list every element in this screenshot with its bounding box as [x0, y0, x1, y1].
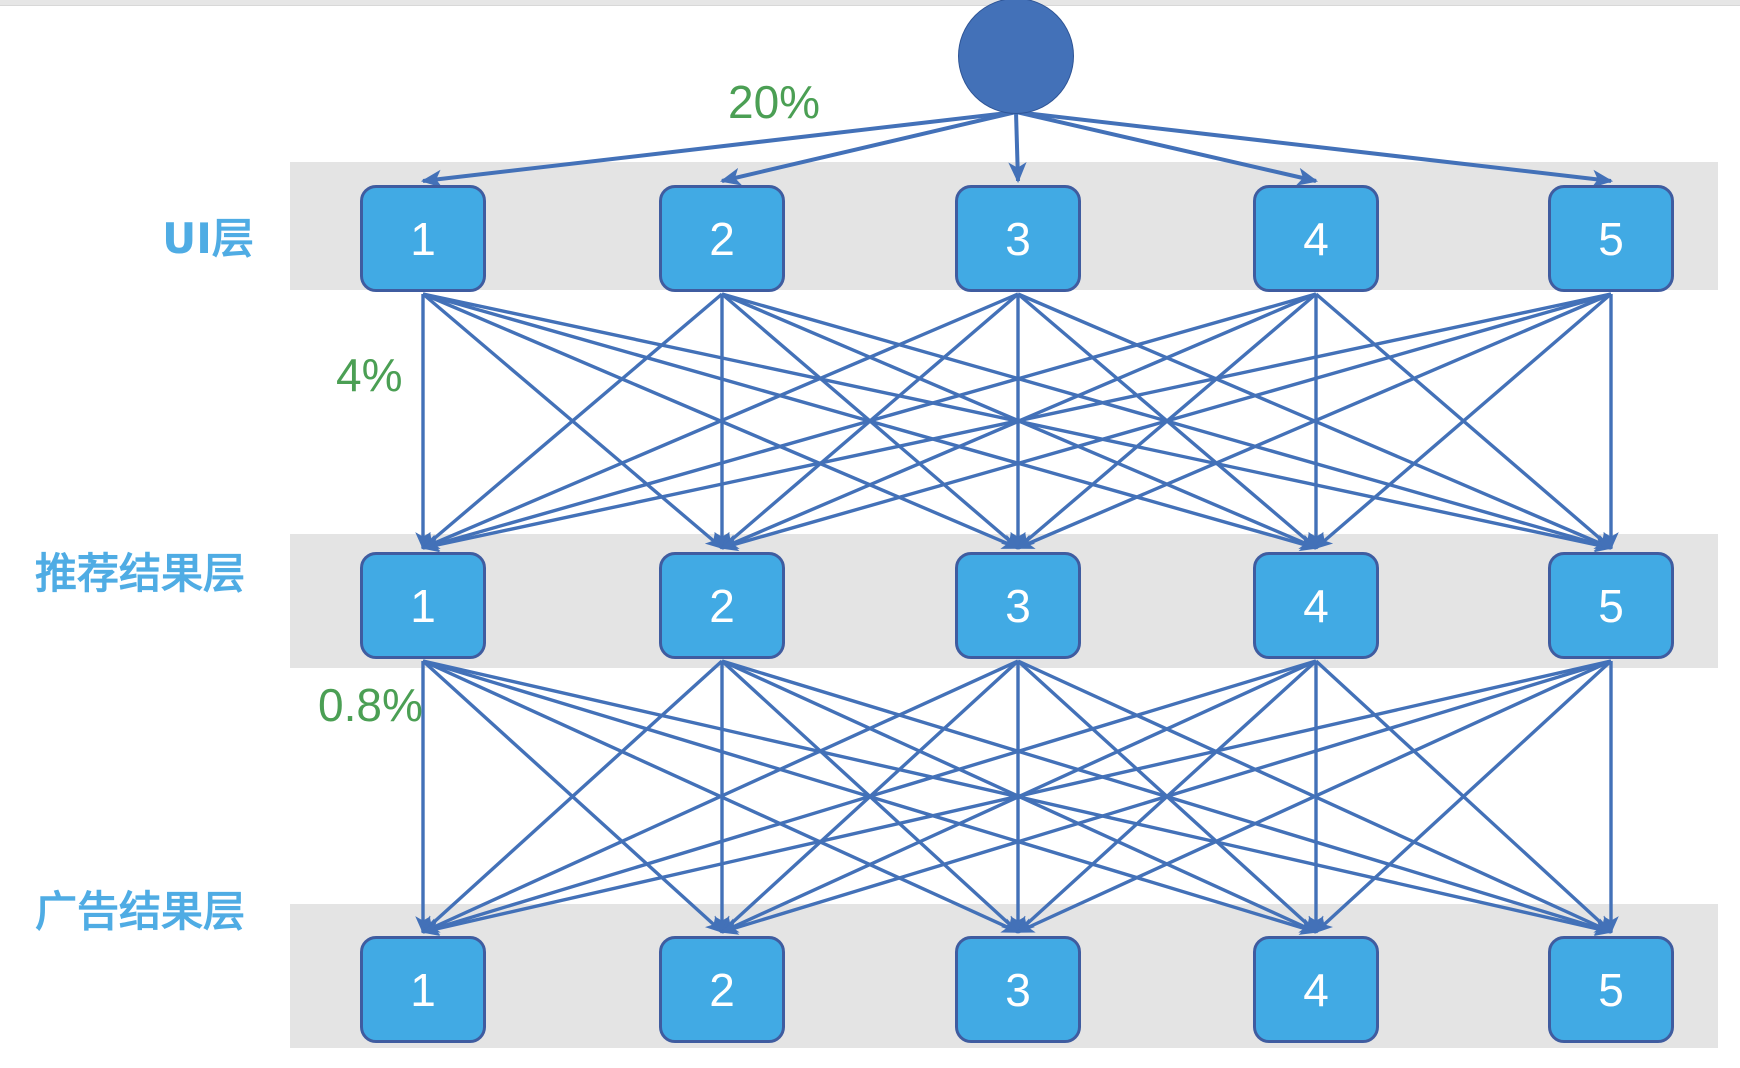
edge	[720, 659, 1020, 934]
edge	[421, 659, 1317, 935]
edge	[422, 659, 1020, 934]
node-recommend-5[interactable]: 5	[1548, 552, 1674, 659]
node-ads-5[interactable]: 5	[1548, 936, 1674, 1043]
edge	[721, 292, 1613, 552]
layer-label-recommend: 推荐结果层	[35, 548, 246, 598]
node-recommend-4[interactable]: 4	[1253, 552, 1379, 659]
edge	[422, 292, 1020, 550]
edge	[1016, 659, 1318, 934]
edge	[1016, 659, 1612, 934]
edge	[422, 292, 1318, 552]
node-ui-4[interactable]: 4	[1253, 185, 1379, 292]
layer-label-ads: 广告结果层	[35, 886, 246, 936]
node-ui-2[interactable]: 2	[659, 185, 785, 292]
edge	[721, 659, 1613, 935]
edge	[720, 659, 1612, 935]
edge	[1017, 292, 1613, 550]
edge	[1017, 659, 1613, 934]
edge	[421, 659, 1612, 937]
edge	[720, 659, 1317, 934]
edge	[721, 659, 1318, 934]
edge	[421, 292, 724, 550]
node-recommend-3[interactable]: 3	[955, 552, 1081, 659]
node-recommend-2[interactable]: 2	[659, 552, 785, 659]
edge	[1314, 659, 1613, 934]
edge	[421, 659, 1019, 934]
edge	[421, 659, 724, 934]
edge	[720, 292, 1612, 552]
edge	[1016, 292, 1318, 550]
window-top-strip	[0, 0, 1740, 6]
percent-label-recommend-to-ads: 0.8%	[318, 679, 423, 731]
edge	[1016, 292, 1318, 550]
node-ads-2[interactable]: 2	[659, 936, 785, 1043]
node-ui-3[interactable]: 3	[955, 185, 1081, 292]
edge	[422, 659, 1318, 935]
edge	[421, 659, 724, 934]
edge	[1314, 292, 1613, 550]
edge	[720, 292, 1020, 550]
edge	[421, 292, 1019, 550]
node-ui-5[interactable]: 5	[1548, 185, 1674, 292]
edge	[1016, 659, 1318, 934]
edge	[1016, 292, 1612, 550]
edge	[720, 292, 1020, 550]
edge	[720, 659, 1020, 934]
edge	[421, 292, 724, 550]
percent-label-root-to-ui: 20%	[728, 76, 821, 128]
percent-label-ui-to-recommend: 4%	[336, 349, 403, 401]
layer-label-ui: UI层	[162, 213, 254, 263]
edge	[422, 659, 1613, 937]
edge	[721, 292, 1318, 550]
edge	[421, 292, 1612, 553]
node-ads-1[interactable]: 1	[360, 936, 486, 1043]
edge	[422, 292, 1613, 553]
node-ui-1[interactable]: 1	[360, 185, 486, 292]
root-node[interactable]	[958, 0, 1074, 114]
edge	[720, 292, 1317, 550]
node-ads-4[interactable]: 4	[1253, 936, 1379, 1043]
edge	[1314, 659, 1613, 934]
node-ads-3[interactable]: 3	[955, 936, 1081, 1043]
edge	[421, 292, 1317, 552]
edge	[1314, 292, 1613, 550]
node-recommend-1[interactable]: 1	[360, 552, 486, 659]
